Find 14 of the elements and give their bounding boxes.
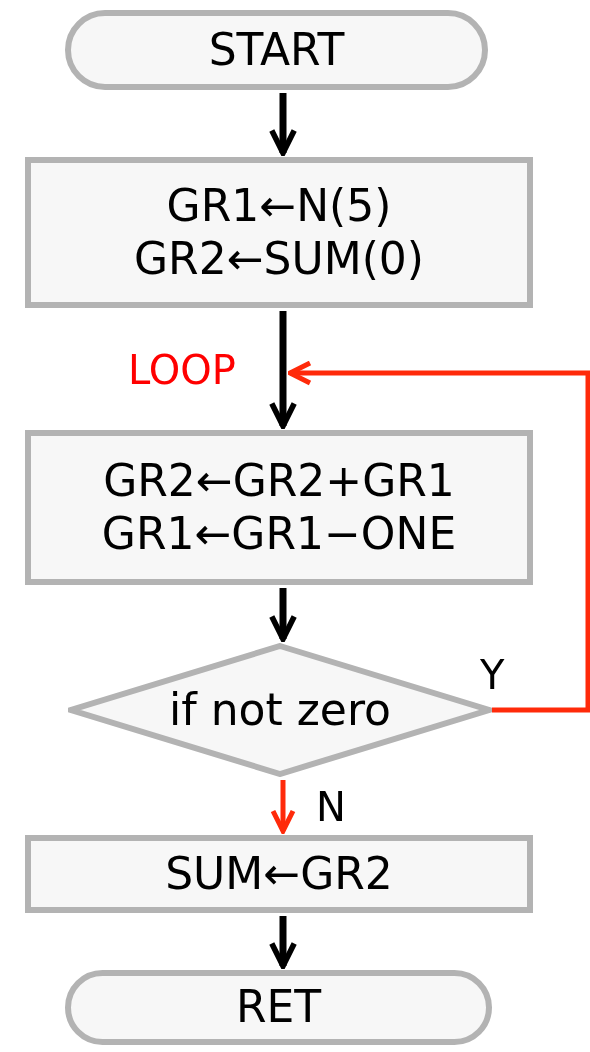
statement-text: START [208, 23, 345, 77]
statement-text: RET [235, 981, 322, 1034]
statement-text: SUM←GR2 [165, 847, 393, 901]
statement-text: GR1←N(5) [166, 179, 392, 233]
arrow [270, 780, 296, 834]
statement-text: GR1←GR1−ONE [101, 507, 457, 561]
process-box [25, 835, 533, 913]
process-box [25, 430, 533, 585]
arrow [287, 360, 590, 713]
loop-label: LOOP [128, 345, 288, 395]
statement-text: GR2←SUM(0) [134, 232, 424, 286]
process-box [25, 157, 533, 308]
statement-text: if not zero [169, 683, 391, 737]
statement-text: GR2←GR2+GR1 [103, 454, 455, 508]
